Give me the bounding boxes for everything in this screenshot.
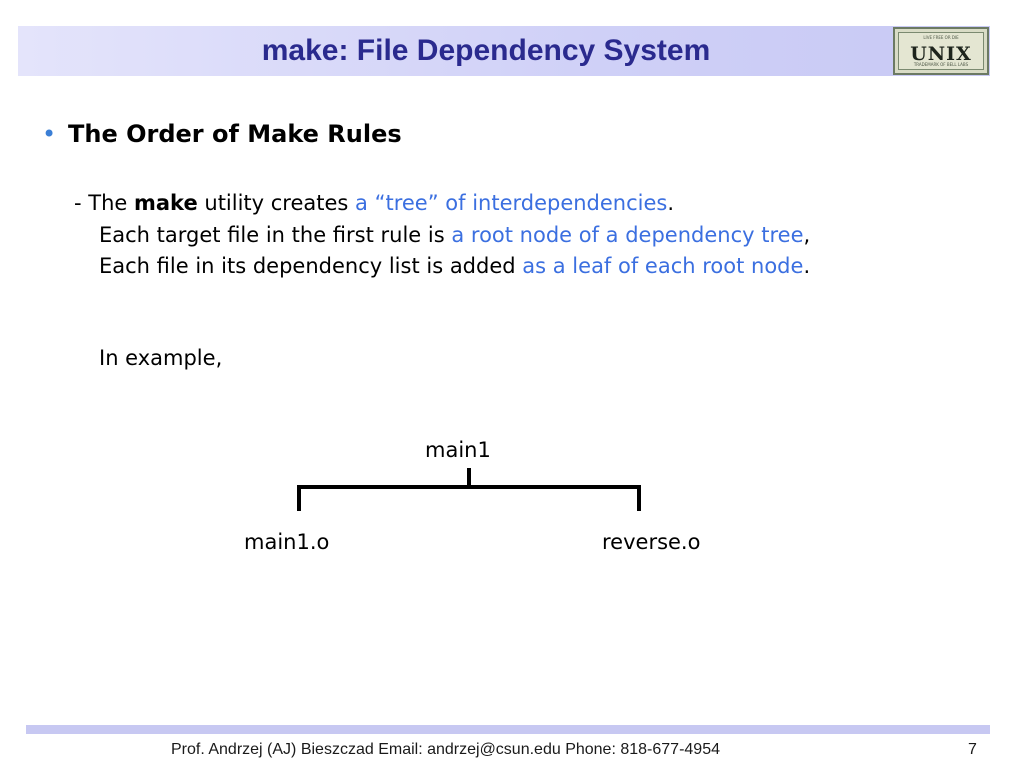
paragraph-line-1: - The make utility creates a “tree” of i… xyxy=(74,189,674,217)
p1-middle: utility creates xyxy=(197,191,356,215)
example-intro: In example, xyxy=(99,346,223,370)
p1-prefix: - The xyxy=(74,191,134,215)
page-number: 7 xyxy=(968,741,977,758)
p3-prefix: Each file in its dependency list is adde… xyxy=(99,254,523,278)
p1-suffix: . xyxy=(667,191,675,215)
unix-logo-icon: LIVE FREE OR DIE UNIX TRADEMARK OF BELL … xyxy=(893,27,989,75)
tree-root-node: main1 xyxy=(425,438,491,462)
title-bar xyxy=(18,26,990,76)
p2-prefix: Each target file in the first rule is xyxy=(99,223,452,247)
paragraph-line-2: Each target file in the first rule is a … xyxy=(99,221,810,249)
p2-suffix: , xyxy=(803,223,811,247)
tree-leaf-node: reverse.o xyxy=(602,530,701,554)
paragraph-line-3: Each file in its dependency list is adde… xyxy=(99,252,810,280)
logo-tagline-bottom: TRADEMARK OF BELL LABS xyxy=(913,62,969,67)
p1-highlight: a “tree” of interdependencies xyxy=(355,191,668,215)
footer-bar xyxy=(26,725,990,734)
p1-keyword: make xyxy=(134,191,198,215)
p2-highlight: a root node of a dependency tree xyxy=(451,223,804,247)
logo-tagline-top: LIVE FREE OR DIE xyxy=(923,35,959,40)
slide-title: make: File Dependency System xyxy=(261,34,711,67)
p3-suffix: . xyxy=(803,254,811,278)
section-heading: The Order of Make Rules xyxy=(68,120,402,148)
footer-contact: Prof. Andrzej (AJ) Bieszczad Email: andr… xyxy=(171,741,720,758)
logo-word: UNIX xyxy=(910,43,972,65)
bullet-icon: • xyxy=(42,120,57,148)
p3-highlight: as a leaf of each root node xyxy=(522,254,804,278)
tree-leaf-node: main1.o xyxy=(244,530,330,554)
logo-frame: LIVE FREE OR DIE UNIX TRADEMARK OF BELL … xyxy=(898,32,984,70)
